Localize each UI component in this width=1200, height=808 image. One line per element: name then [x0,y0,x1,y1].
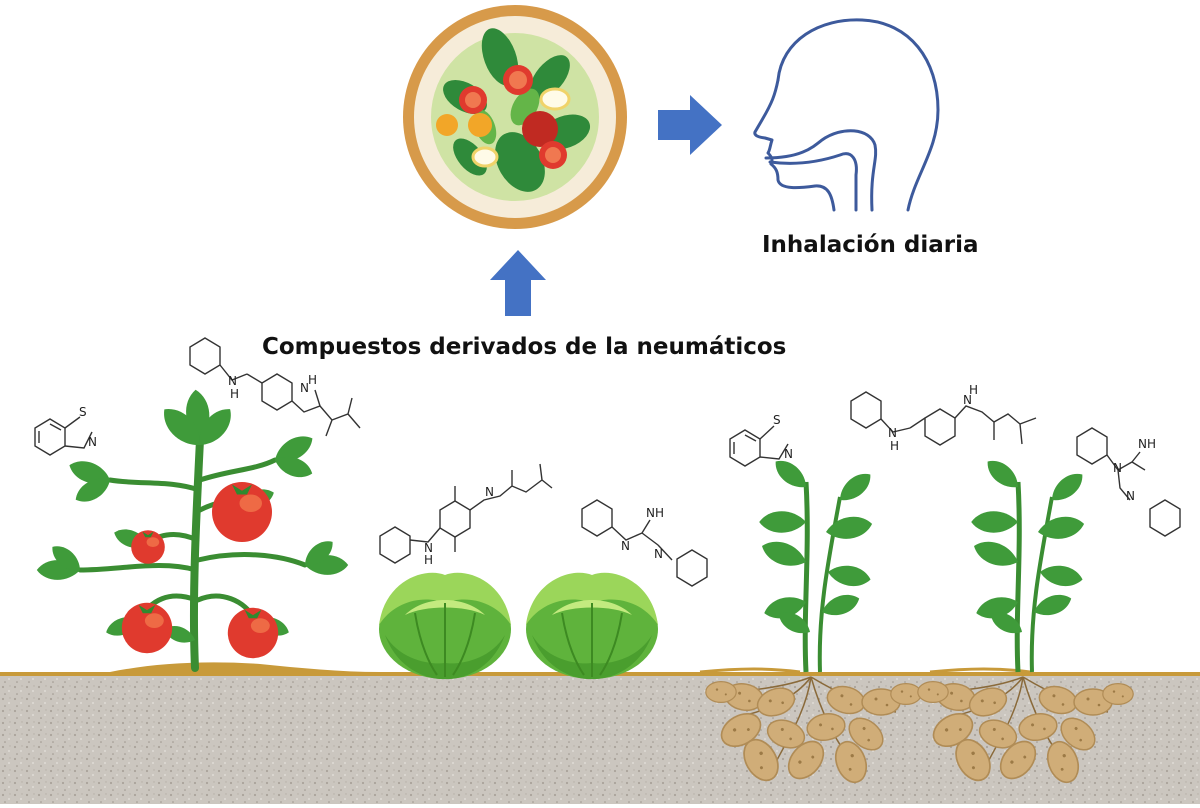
lettuce-icon [378,571,512,681]
atom-label-h: H [230,387,239,401]
atom-label-n: N [963,393,972,407]
head-profile-icon [753,18,940,212]
atom-label-nh: NH [646,506,664,520]
atom-label-s: S [773,413,781,427]
atom-label-n: N [888,426,897,440]
atom-label-n: N [654,547,663,561]
atom-labels: S N N H N H N N H N NH N S N N H N H N N… [79,373,1156,567]
atom-label-n: N [1126,489,1135,503]
benzothiazole-molecule-right [729,425,789,467]
atom-label-n: N [88,435,97,449]
arrow-right-icon [658,95,722,155]
salad-bowl-icon [403,5,627,229]
lettuce-icon [525,571,659,681]
tire-compounds-label: Compuestos derivados de la neumáticos [262,334,787,360]
atom-label-s: S [79,405,87,419]
atom-label-h: H [969,383,978,397]
tomato-plant-icon [36,388,349,672]
atom-label-h: H [308,373,317,387]
atom-label-n: N [424,541,433,555]
atom-label-n: N [1113,461,1122,475]
inhalation-label: Inhalación diaria [762,232,979,258]
atom-label-n: N [300,381,309,395]
atom-label-h: H [890,439,899,453]
ppd-molecule-right [850,391,1037,446]
molecule-structures [34,337,1181,587]
dpg-molecule-middle [581,499,708,587]
atom-label-n: N [784,447,793,461]
benzothiazole-molecule-left [34,416,93,456]
arrow-up-icon [490,250,546,316]
atom-label-n: N [228,374,237,388]
quinone-molecule [379,463,553,564]
atom-label-n: N [621,539,630,553]
atom-label-nh: NH [1138,437,1156,451]
ppd-molecule-left [189,337,361,437]
atom-label-n: N [485,485,494,499]
atom-label-h: H [424,553,433,567]
dpg-molecule-right [1076,427,1181,537]
